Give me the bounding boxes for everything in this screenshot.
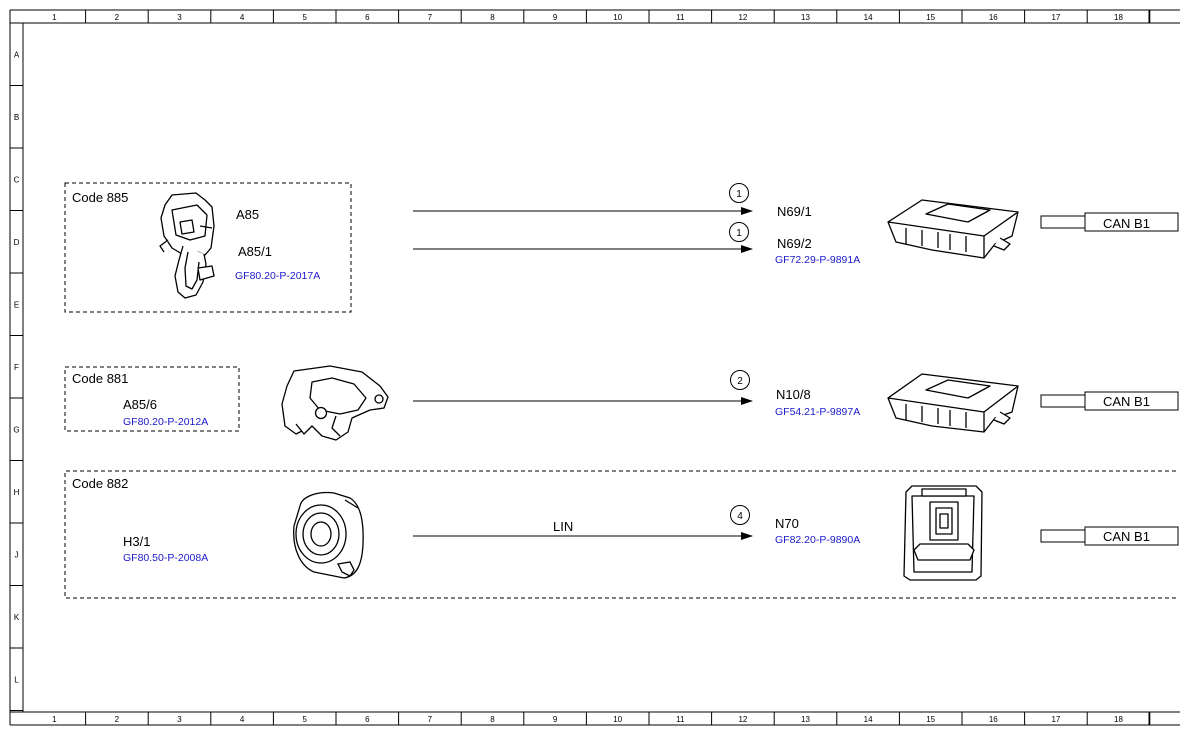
ruler-row-label: H	[14, 488, 20, 497]
ruler-col-label: 17	[1051, 715, 1060, 724]
ruler-col-label: 3	[177, 13, 182, 22]
group-box-882	[64, 470, 1176, 599]
ruler-col-label: 2	[115, 715, 120, 724]
ruler-col-label: 9	[553, 715, 558, 724]
ruler-row-label: L	[14, 675, 19, 684]
ruler-row-label: D	[14, 238, 20, 247]
ruler-col-label: 16	[989, 715, 998, 724]
ruler-col-label: 14	[864, 13, 873, 22]
ruler-col-label: 5	[302, 13, 307, 22]
sheet-frame	[9, 9, 1180, 726]
ruler-col-label: 1	[52, 715, 57, 724]
trunk-latch-drawing	[281, 365, 389, 441]
svg-text:4: 4	[737, 511, 743, 522]
group-code-885: Code 885	[72, 190, 128, 205]
ruler-col-label: 17	[1051, 13, 1060, 22]
label-n69-1: N69/1	[777, 204, 812, 219]
ruler-row-label: C	[14, 175, 20, 184]
ruler-col-label: 15	[926, 715, 935, 724]
ruler-col-label: 18	[1114, 13, 1123, 22]
ruler-col-label: 4	[240, 715, 245, 724]
ruler-row-label: F	[14, 363, 19, 372]
ruler-col-label: 5	[302, 715, 307, 724]
ruler-col-label: 6	[365, 13, 370, 22]
ruler-col-label: 11	[676, 715, 685, 724]
svg-text:1: 1	[736, 189, 742, 200]
svg-text:2: 2	[737, 376, 743, 387]
ruler-col-label: 10	[613, 715, 622, 724]
ruler-col-label: 11	[676, 13, 685, 22]
ruler-col-label: 6	[365, 715, 370, 724]
svg-text:CAN B1: CAN B1	[1103, 394, 1150, 409]
ruler-col-label: 9	[553, 13, 558, 22]
label-a85-6: A85/6	[123, 397, 157, 412]
ruler-col-label: 15	[926, 13, 935, 22]
lock-actuator-drawing	[159, 192, 215, 299]
siren-drawing	[293, 491, 364, 579]
ref-a85-6[interactable]: GF80.20-P-2012A	[123, 416, 208, 428]
bus-label-lin: LIN	[553, 519, 573, 534]
can-connector-2: CAN B1	[1040, 391, 1179, 411]
control-module-n69-drawing	[887, 199, 1019, 259]
ruler-col-label: 12	[738, 13, 747, 22]
ruler-row-label: K	[14, 613, 20, 622]
ref-n10-8[interactable]: GF54.21-P-9897A	[775, 406, 860, 418]
ruler-col-label: 3	[177, 715, 182, 724]
ref-n69-2[interactable]: GF72.29-P-9891A	[775, 254, 860, 266]
ruler-col-label: 12	[738, 715, 747, 724]
svg-text:1: 1	[736, 228, 742, 239]
group-code-881: Code 881	[72, 371, 128, 386]
svg-text:CAN B1: CAN B1	[1103, 216, 1150, 231]
ruler-col-label: 7	[428, 13, 433, 22]
ruler-col-label: 16	[989, 13, 998, 22]
overhead-panel-drawing	[903, 485, 983, 581]
ruler-col-label: 13	[801, 13, 810, 22]
ruler-col-label: 8	[490, 13, 495, 22]
ruler-row-label: B	[14, 113, 19, 122]
label-a85-1: A85/1	[238, 244, 272, 259]
ruler-row-label: G	[13, 425, 19, 434]
label-n70: N70	[775, 516, 799, 531]
ruler-col-label: 4	[240, 13, 245, 22]
group-box-885	[64, 182, 352, 313]
ruler-col-label: 18	[1114, 715, 1123, 724]
ref-n70[interactable]: GF82.20-P-9890A	[775, 534, 860, 546]
ref-h3-1[interactable]: GF80.50-P-2008A	[123, 552, 208, 564]
ruler-col-label: 13	[801, 715, 810, 724]
label-n69-2: N69/2	[777, 236, 812, 251]
group-box-881	[64, 366, 240, 432]
ruler-row-label: J	[15, 550, 19, 559]
can-connector-1: CAN B1	[1040, 212, 1179, 232]
ruler-col-label: 8	[490, 715, 495, 724]
connection-number-1: 1	[729, 183, 749, 203]
ruler-col-label: 2	[115, 13, 120, 22]
ruler-ticks	[10, 10, 1151, 725]
ruler-col-label: 10	[613, 13, 622, 22]
ruler-row-label: E	[14, 300, 19, 309]
connection-number-4: 4	[730, 505, 750, 525]
svg-text:CAN B1: CAN B1	[1103, 529, 1150, 544]
ruler-left: A B C D E F G H J K L	[13, 50, 19, 684]
ruler-col-label: 14	[864, 715, 873, 724]
ruler-col-label: 1	[52, 13, 57, 22]
group-code-882: Code 882	[72, 476, 128, 491]
label-a85: A85	[236, 207, 259, 222]
ruler-row-label: A	[14, 50, 20, 59]
label-n10-8: N10/8	[776, 387, 811, 402]
connection-number-2: 1	[729, 222, 749, 242]
control-module-n10-drawing	[887, 373, 1019, 433]
label-h3-1: H3/1	[123, 534, 150, 549]
ruler-col-label: 7	[428, 715, 433, 724]
ref-a85-1[interactable]: GF80.20-P-2017A	[235, 270, 320, 282]
can-connector-3: CAN B1	[1040, 526, 1179, 546]
connection-number-3: 2	[730, 370, 750, 390]
